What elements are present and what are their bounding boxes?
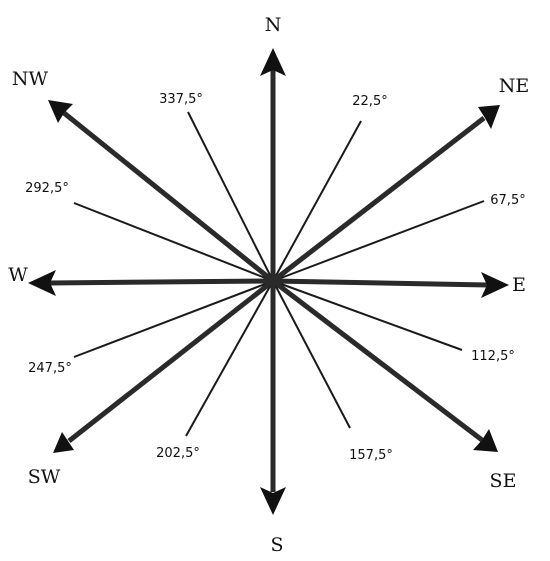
label-202-5: 202,5° — [156, 446, 200, 461]
label-nw: NW — [12, 68, 49, 90]
label-sw: SW — [28, 466, 61, 488]
label-157-5: 157,5° — [349, 448, 393, 463]
line-157-5 — [272, 280, 351, 429]
label-ne: NE — [499, 75, 530, 97]
arrowhead-sw — [53, 432, 74, 453]
arrow-shaft-nw — [62, 111, 275, 283]
arrow-shaft-sw — [67, 279, 275, 443]
arrow-shaft-se — [271, 279, 484, 442]
label-337-5: 337,5° — [159, 92, 203, 107]
line-112-5 — [272, 280, 463, 351]
arrowhead-se — [473, 429, 498, 452]
arrow-shaft-ne — [271, 116, 486, 283]
label-n: N — [265, 14, 282, 36]
line-202-5 — [185, 280, 274, 437]
arrowhead-s — [260, 487, 286, 515]
arrowhead-w — [28, 270, 56, 296]
label-247-5: 247,5° — [28, 361, 72, 376]
label-112-5: 112,5° — [471, 349, 515, 364]
line-337-5 — [187, 111, 274, 282]
arrow-shaft-e — [272, 278, 489, 288]
label-s: S — [270, 534, 283, 556]
arrow-shaft-w — [49, 278, 274, 286]
arrowhead-ne — [478, 105, 500, 129]
line-67-5 — [272, 200, 485, 282]
line-292-5 — [73, 202, 274, 282]
label-67-5: 67,5° — [490, 193, 525, 208]
label-e: E — [512, 274, 526, 296]
label-22-5: 22,5° — [352, 94, 387, 109]
arrowhead-n — [260, 48, 286, 76]
arrowhead-nw — [48, 100, 73, 123]
arrowhead-e — [481, 272, 509, 298]
label-w: W — [8, 264, 28, 286]
label-292-5: 292,5° — [25, 181, 69, 196]
label-se: SE — [490, 470, 517, 492]
line-22-5 — [272, 120, 362, 282]
line-247-5 — [73, 280, 274, 358]
